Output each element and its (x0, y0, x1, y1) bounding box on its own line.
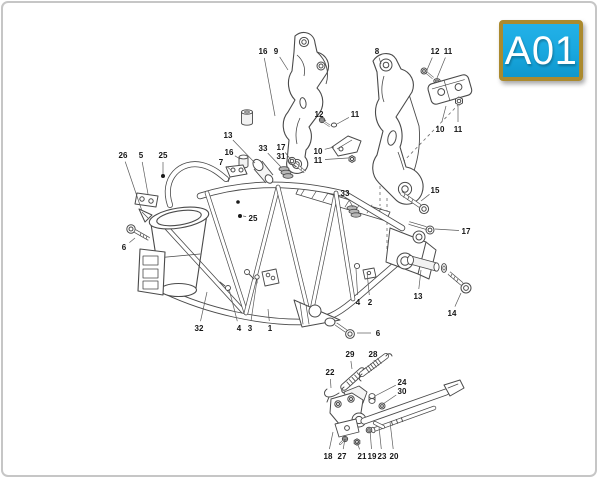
leader-line (336, 117, 350, 125)
part-number: 22 (326, 368, 335, 377)
part-number: 13 (414, 292, 423, 301)
leader-line (374, 384, 396, 397)
part-number: 23 (378, 452, 387, 461)
leader-line (436, 57, 446, 79)
part-number: 6 (376, 329, 381, 338)
part-number: 14 (448, 309, 457, 318)
leader-line (366, 271, 370, 296)
frame-assembly (137, 161, 437, 328)
leader-line (378, 57, 382, 65)
part-number: 32 (195, 324, 204, 333)
center-guard (318, 116, 362, 163)
leader-line (242, 215, 247, 217)
part-number: 16 (225, 148, 234, 157)
part-number: 26 (119, 151, 128, 160)
part-number: 2 (368, 298, 373, 307)
part-number: 19 (368, 452, 377, 461)
bracket-9 (241, 31, 330, 174)
leader-line (129, 237, 136, 243)
leader-line (232, 139, 256, 164)
part-number: 1 (268, 324, 273, 333)
part-number: 17 (462, 227, 471, 236)
part-number: 9 (274, 47, 279, 56)
engine-mount-block (420, 67, 473, 106)
part-number: 27 (338, 452, 347, 461)
leader-line (348, 198, 354, 208)
leader-line (350, 360, 353, 370)
right-fasteners (335, 191, 472, 339)
leader-line (418, 269, 422, 290)
leader-line (285, 152, 292, 161)
leader-line (434, 228, 460, 231)
leader-line (279, 56, 289, 71)
leader-line (200, 291, 208, 322)
part-number: 18 (324, 452, 333, 461)
leader-line (420, 194, 430, 202)
part-number: 25 (159, 151, 168, 160)
part-number: 8 (375, 47, 380, 56)
part-number: 10 (314, 147, 323, 156)
part-number: 12 (431, 47, 440, 56)
part-number: 12 (315, 110, 324, 119)
leader-line (323, 118, 327, 122)
leader-line (234, 155, 241, 160)
leader-line (454, 292, 462, 307)
leader-line (228, 288, 238, 322)
leader-line (267, 152, 282, 168)
leader-line (389, 421, 394, 450)
part-number: 4 (356, 298, 361, 307)
leader-line (330, 378, 332, 389)
part-number: 17 (277, 143, 286, 152)
part-number: 5 (139, 151, 144, 160)
leader-line (342, 438, 346, 450)
part-number: 11 (351, 110, 360, 119)
leader-line (286, 159, 297, 168)
part-number: 33 (259, 144, 268, 153)
part-number: 25 (249, 214, 258, 223)
leader-line (124, 161, 143, 212)
part-number: 21 (358, 452, 367, 461)
leader-line (250, 279, 258, 322)
leader-line (378, 426, 382, 450)
part-number: 31 (277, 152, 286, 161)
leader-line (324, 146, 335, 150)
part-number: 11 (444, 47, 453, 56)
part-number: 15 (431, 186, 440, 195)
leader-line (226, 166, 232, 171)
part-number: 11 (454, 125, 463, 134)
leader-line (382, 394, 397, 405)
bracket-8 (372, 53, 424, 205)
leader-line (441, 105, 447, 123)
leader-line (356, 441, 360, 450)
dashed-guides (379, 103, 460, 250)
leader-line (324, 157, 349, 160)
part-number: 20 (390, 452, 399, 461)
part-number: 4 (237, 324, 242, 333)
plate-code-label: A01 (504, 28, 578, 73)
part-number: 16 (259, 47, 268, 56)
part-number: 3 (248, 324, 253, 333)
plate-code-badge: A01 (499, 20, 583, 81)
part-number: 13 (224, 131, 233, 140)
leader-line (263, 57, 276, 117)
leader-line (267, 308, 270, 322)
part-number: 33 (341, 189, 350, 198)
part-number: 6 (122, 243, 127, 252)
part-number: 7 (219, 158, 224, 167)
leader-line (369, 429, 372, 450)
part-number: 10 (436, 125, 445, 134)
sidestand-assembly (324, 353, 465, 446)
leader-line (141, 161, 149, 195)
part-number: 28 (369, 350, 378, 359)
part-number: 30 (398, 387, 407, 396)
leader-line (329, 431, 334, 450)
leader-line (426, 57, 433, 71)
part-number: 24 (398, 378, 407, 387)
part-number: 29 (346, 350, 355, 359)
part-number: 11 (314, 156, 323, 165)
leader-line (355, 268, 358, 296)
